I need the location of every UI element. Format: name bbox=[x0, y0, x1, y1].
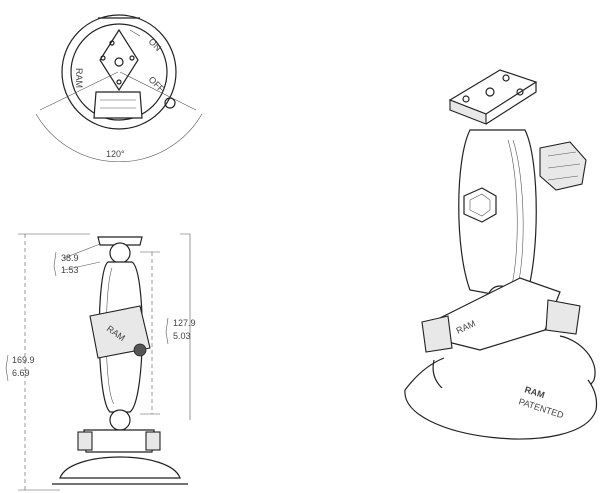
tension-knob bbox=[89, 305, 151, 359]
side-view: RAM 38.9 1.53 127.9 5.03 169.9 6.69 bbox=[5, 233, 196, 491]
total-dim-inch: 6.69 bbox=[12, 368, 30, 378]
angle-arc bbox=[35, 113, 203, 162]
iso-lever-left bbox=[421, 315, 453, 353]
angle-label: 120° bbox=[106, 149, 125, 159]
ball-dim-inch: 1.53 bbox=[61, 265, 79, 275]
center-pivot bbox=[114, 57, 124, 67]
iso-suction-cup-base bbox=[404, 379, 598, 440]
ball-dim-mm: 38.9 bbox=[61, 253, 79, 263]
top-plate bbox=[97, 236, 143, 246]
iso-lever-housing bbox=[439, 277, 561, 351]
suction-cup-inner-rim bbox=[70, 23, 168, 121]
top-brand-text: RAM bbox=[74, 68, 84, 88]
iso-lever-right bbox=[545, 299, 581, 335]
top-ball bbox=[109, 242, 131, 264]
arm-dim-mm: 127.9 bbox=[173, 318, 196, 328]
off-mark: OFF bbox=[147, 74, 167, 94]
suction-cup-side bbox=[59, 456, 181, 479]
suction-cup-outline bbox=[61, 14, 177, 130]
total-dim-mm: 169.9 bbox=[12, 355, 35, 365]
diamond-base-plate bbox=[99, 28, 139, 92]
top-view: RAM ON OFF 120° bbox=[35, 14, 203, 162]
lower-ball bbox=[109, 409, 131, 431]
arm-dim-inch: 5.03 bbox=[173, 331, 191, 341]
iso-hex-bolt bbox=[463, 187, 497, 223]
lever-tab bbox=[93, 91, 143, 119]
on-mark: ON bbox=[147, 36, 164, 53]
lever-housing bbox=[83, 429, 155, 453]
iso-view: RAM RAM PATENTED bbox=[404, 69, 598, 440]
